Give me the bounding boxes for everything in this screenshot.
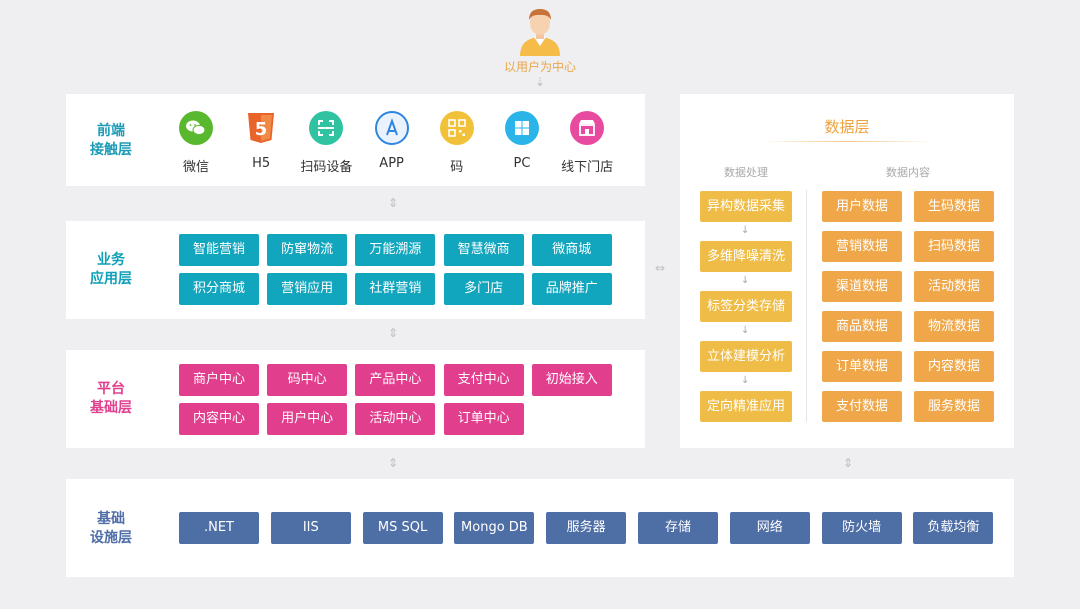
business-platform-arrow: ⇕ <box>388 326 399 340</box>
scanner-icon <box>309 111 344 145</box>
platform-center-chip[interactable]: 码中心 <box>267 364 348 396</box>
user-label: 以用户为中心 <box>503 60 576 74</box>
processing-step-chip[interactable]: 立体建模分析 <box>700 341 792 372</box>
qr-code-icon <box>439 111 474 145</box>
data-column-divider <box>806 190 807 422</box>
platform-infra-arrow: ⇕ <box>388 456 399 470</box>
infra-component-chip[interactable]: 网络 <box>729 512 810 544</box>
infra-component-chip[interactable]: .NET <box>179 512 259 544</box>
processing-down-arrow: ↓ <box>741 225 750 236</box>
data-content-chip[interactable]: 服务数据 <box>914 391 994 422</box>
infra-component-chip[interactable]: 防火墙 <box>821 512 902 544</box>
infra-component-chip[interactable]: 服务器 <box>546 512 627 544</box>
business-module-chip[interactable]: 微商城 <box>531 234 612 266</box>
infra-component-chip[interactable]: Mongo DB <box>454 512 535 544</box>
processing-step-chip[interactable]: 标签分类存储 <box>700 291 792 322</box>
business-module-chip[interactable]: 智慧微商 <box>443 234 524 266</box>
html5-icon: 5 <box>244 111 278 145</box>
infra-layer-title: 基础 设施层 <box>90 511 132 546</box>
data-content-chip[interactable]: 支付数据 <box>822 391 902 422</box>
data-content-chip[interactable]: 订单数据 <box>822 351 902 382</box>
platform-center-chip[interactable]: 支付中心 <box>443 364 524 396</box>
business-data-arrow: ⇔ <box>655 261 666 275</box>
data-content-chip[interactable]: 生码数据 <box>914 191 994 222</box>
processing-step-chip[interactable]: 异构数据采集 <box>700 191 792 222</box>
front-item-label: 码 <box>450 160 464 175</box>
front-item-label: PC <box>513 156 531 171</box>
business-layer-title: 业务 应用层 <box>90 252 132 287</box>
app-store-icon <box>374 111 409 145</box>
platform-center-chip[interactable]: 初始接入 <box>531 364 612 396</box>
processing-down-arrow: ↓ <box>741 275 750 286</box>
platform-center-chip[interactable]: 订单中心 <box>443 403 524 435</box>
data-layer-title: 数据层 <box>824 118 870 136</box>
infra-component-chip[interactable]: 存储 <box>638 512 718 544</box>
processing-header: 数据处理 <box>724 166 768 179</box>
data-content-chip[interactable]: 商品数据 <box>822 311 902 342</box>
platform-center-chip[interactable]: 产品中心 <box>355 364 436 396</box>
front-business-arrow: ⇕ <box>388 196 399 210</box>
processing-step-chip[interactable]: 定向精准应用 <box>700 391 792 422</box>
front-item-label: 微信 <box>182 160 209 175</box>
business-module-chip[interactable]: 社群营销 <box>355 273 436 305</box>
user-down-arrow: ⇣ <box>535 75 546 89</box>
front-item-label: 扫码设备 <box>300 160 353 175</box>
user-avatar <box>516 4 564 56</box>
processing-down-arrow: ↓ <box>741 325 750 336</box>
data-content-chip[interactable]: 物流数据 <box>914 311 994 342</box>
wechat-icon <box>179 111 213 145</box>
front-item-label: H5 <box>252 156 271 171</box>
business-module-chip[interactable]: 智能营销 <box>179 234 259 266</box>
infra-component-chip[interactable]: 负载均衡 <box>913 512 994 544</box>
svg-text:5: 5 <box>255 119 268 140</box>
business-module-chip[interactable]: 防窜物流 <box>267 234 348 266</box>
data-title-underline <box>760 141 934 142</box>
data-content-chip[interactable]: 用户数据 <box>822 191 902 222</box>
business-module-chip[interactable]: 积分商城 <box>179 273 259 305</box>
infra-component-chip[interactable]: IIS <box>270 512 351 544</box>
front-layer-title: 前端 接触层 <box>90 123 132 158</box>
data-content-chip[interactable]: 营销数据 <box>822 231 902 262</box>
business-module-chip[interactable]: 品牌推广 <box>531 273 612 305</box>
content-header: 数据内容 <box>886 166 930 179</box>
platform-center-chip[interactable]: 内容中心 <box>179 403 259 435</box>
front-item-label: 线下门店 <box>561 160 614 175</box>
business-module-chip[interactable]: 万能溯源 <box>355 234 436 266</box>
platform-layer-title: 平台 基础层 <box>90 381 132 416</box>
platform-center-chip[interactable]: 活动中心 <box>355 403 436 435</box>
business-module-chip[interactable]: 营销应用 <box>267 273 348 305</box>
data-content-chip[interactable]: 扫码数据 <box>914 231 994 262</box>
business-module-chip[interactable]: 多门店 <box>443 273 524 305</box>
windows-icon <box>505 111 539 145</box>
processing-step-chip[interactable]: 多维降噪清洗 <box>700 241 792 272</box>
front-item-label: APP <box>379 156 404 171</box>
store-icon <box>570 111 605 145</box>
data-infra-arrow: ⇕ <box>843 456 854 470</box>
platform-center-chip[interactable]: 商户中心 <box>179 364 259 396</box>
front-layer-panel <box>66 94 645 186</box>
infra-component-chip[interactable]: MS SQL <box>362 512 443 544</box>
platform-center-chip[interactable]: 用户中心 <box>267 403 348 435</box>
data-content-chip[interactable]: 活动数据 <box>914 271 994 302</box>
data-content-chip[interactable]: 内容数据 <box>914 351 994 382</box>
data-content-chip[interactable]: 渠道数据 <box>822 271 902 302</box>
processing-down-arrow: ↓ <box>741 375 750 386</box>
